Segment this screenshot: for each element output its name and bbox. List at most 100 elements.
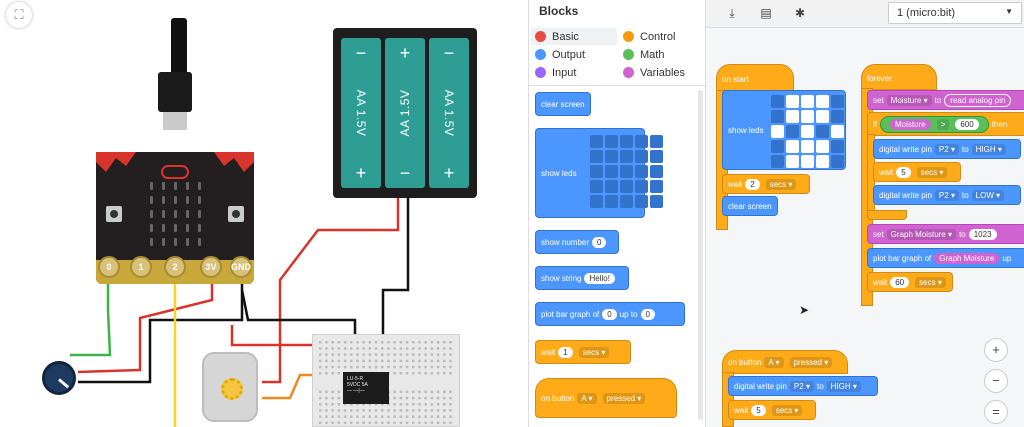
led-cell[interactable]	[650, 195, 663, 208]
led-cell[interactable]	[831, 95, 844, 108]
pin-0[interactable]: 0	[98, 256, 120, 278]
microbit-board[interactable]: 0 1 2 3V GND	[96, 152, 254, 284]
led-cell[interactable]	[831, 110, 844, 123]
led-cell[interactable]	[590, 135, 603, 148]
variable-dropdown[interactable]: Moisture ▾	[886, 94, 932, 106]
led-cell[interactable]	[605, 195, 618, 208]
number-input[interactable]: 1	[558, 346, 573, 358]
button-dropdown[interactable]: A ▾	[764, 356, 784, 368]
led-cell[interactable]	[590, 195, 603, 208]
code-workspace[interactable]: ⤓ ▤ ✱ 1 (micro:bit)▼ on start show leds …	[706, 0, 1024, 427]
led-cell[interactable]	[816, 125, 829, 138]
led-cell[interactable]	[801, 110, 814, 123]
led-cell[interactable]	[786, 125, 799, 138]
zoom-out-icon[interactable]: −	[984, 369, 1008, 393]
potentiometer[interactable]	[42, 361, 76, 395]
led-cell[interactable]	[635, 165, 648, 178]
category-basic[interactable]: Basic	[531, 28, 617, 45]
led-cell[interactable]	[635, 180, 648, 193]
led-cell[interactable]	[801, 155, 814, 168]
unit-dropdown[interactable]: secs ▾	[915, 276, 946, 288]
category-variables[interactable]: Variables	[619, 64, 705, 81]
led-cell[interactable]	[816, 140, 829, 153]
level-dropdown[interactable]: HIGH ▾	[971, 143, 1006, 155]
microbit-button-a[interactable]	[106, 206, 122, 222]
zoom-reset-icon[interactable]: =	[984, 400, 1008, 424]
led-cell[interactable]	[650, 135, 663, 148]
unit-dropdown[interactable]: secs ▾	[578, 346, 610, 358]
compare-block[interactable]: Moisture>600	[880, 115, 989, 133]
battery-pack[interactable]: − AA 1.5V + + AA 1.5V − − AA 1.5V +	[333, 28, 477, 198]
pin-dropdown[interactable]: P2 ▾	[934, 189, 959, 201]
unit-dropdown[interactable]: secs ▾	[765, 178, 797, 190]
variable-dropdown[interactable]: Graph Moisture ▾	[886, 228, 957, 240]
led-cell[interactable]	[650, 150, 663, 163]
download-icon[interactable]: ⤓	[729, 6, 735, 20]
variable-reporter[interactable]: Graph Moisture	[934, 252, 1000, 264]
hat-forever[interactable]: forever	[861, 64, 937, 90]
number-input[interactable]: 5	[896, 166, 911, 178]
pin-3v[interactable]: 3V	[200, 256, 222, 278]
category-output[interactable]: Output	[531, 46, 617, 63]
led-cell[interactable]	[771, 125, 784, 138]
led-cell[interactable]	[816, 95, 829, 108]
device-select[interactable]: 1 (micro:bit)▼	[888, 2, 1022, 24]
led-cell[interactable]	[786, 140, 799, 153]
circuit-canvas[interactable]: ⛶ − AA 1.5V + + AA 1.5V − − AA 1.5V +	[0, 0, 528, 427]
led-cell[interactable]	[605, 150, 618, 163]
led-cell[interactable]	[590, 180, 603, 193]
string-input[interactable]: Hello!	[584, 272, 615, 284]
led-cell[interactable]	[831, 125, 844, 138]
led-cell[interactable]	[801, 125, 814, 138]
led-cell[interactable]	[786, 155, 799, 168]
library-icon[interactable]: ▤	[760, 6, 772, 20]
led-cell[interactable]	[635, 135, 648, 148]
palette-scrollbar[interactable]	[698, 90, 703, 420]
level-dropdown[interactable]: LOW ▾	[971, 189, 1005, 201]
led-cell[interactable]	[831, 155, 844, 168]
number-input[interactable]: 2	[745, 178, 760, 190]
led-cell[interactable]	[605, 180, 618, 193]
number-input[interactable]: 0	[602, 308, 617, 320]
unit-dropdown[interactable]: secs ▾	[771, 404, 803, 416]
led-cell[interactable]	[620, 165, 633, 178]
led-cell[interactable]	[650, 165, 663, 178]
event-dropdown[interactable]: pressed ▾	[602, 392, 646, 404]
number-input[interactable]: 1023	[968, 228, 997, 240]
number-input[interactable]: 0	[640, 308, 655, 320]
event-dropdown[interactable]: pressed ▾	[789, 356, 833, 368]
read-analog-reporter[interactable]: read analog pin	[944, 93, 1012, 107]
pin-dropdown[interactable]: P2 ▾	[934, 143, 959, 155]
led-cell[interactable]	[605, 165, 618, 178]
block-clear-screen[interactable]: clear screen	[535, 92, 591, 116]
block-clear-screen[interactable]: clear screen	[722, 196, 778, 216]
debug-bug-icon[interactable]: ✱	[794, 6, 806, 20]
variable-reporter[interactable]: Moisture	[890, 118, 931, 130]
led-cell[interactable]	[635, 150, 648, 163]
led-cell[interactable]	[816, 155, 829, 168]
block-show-leds[interactable]: show leds	[535, 128, 663, 218]
led-cell[interactable]	[786, 110, 799, 123]
block-show-leds[interactable]: show leds	[722, 90, 846, 170]
led-cell[interactable]	[635, 195, 648, 208]
pin-2[interactable]: 2	[164, 256, 186, 278]
led-cell[interactable]	[771, 140, 784, 153]
led-cell[interactable]	[620, 135, 633, 148]
number-input[interactable]: 5	[751, 404, 766, 416]
category-math[interactable]: Math	[619, 46, 705, 63]
led-cell[interactable]	[590, 165, 603, 178]
level-dropdown[interactable]: HIGH ▾	[826, 380, 861, 392]
